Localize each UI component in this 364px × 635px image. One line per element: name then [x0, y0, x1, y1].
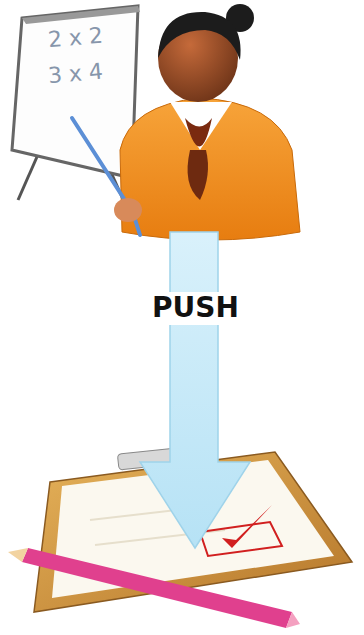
pencil	[8, 548, 300, 628]
teacher-figure	[72, 4, 300, 240]
board-text: 2 x 2	[47, 24, 104, 53]
arrow-label: PUSH	[148, 292, 243, 325]
push-arrow	[140, 232, 250, 548]
board-text: 3 x 4	[47, 60, 104, 89]
